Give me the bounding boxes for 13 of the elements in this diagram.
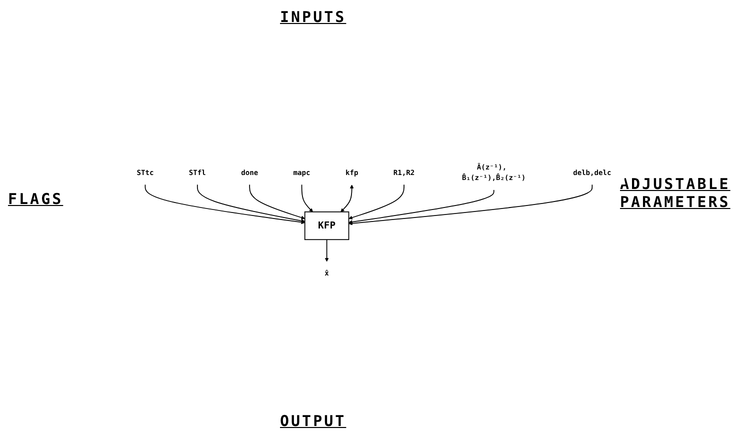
arrow	[348, 184, 404, 219]
arrow	[340, 184, 354, 212]
node-box: KFP	[304, 210, 350, 240]
section-heading: FLAGS	[8, 190, 64, 208]
arrow	[249, 184, 306, 219]
section-heading: INPUTS	[280, 8, 346, 26]
section-heading: OUTPUT	[280, 412, 346, 430]
arrow	[144, 184, 306, 224]
arrow	[196, 184, 306, 222]
arrow	[348, 188, 494, 224]
arrow	[301, 184, 314, 212]
arrow	[348, 184, 593, 225]
arrow	[324, 238, 329, 262]
